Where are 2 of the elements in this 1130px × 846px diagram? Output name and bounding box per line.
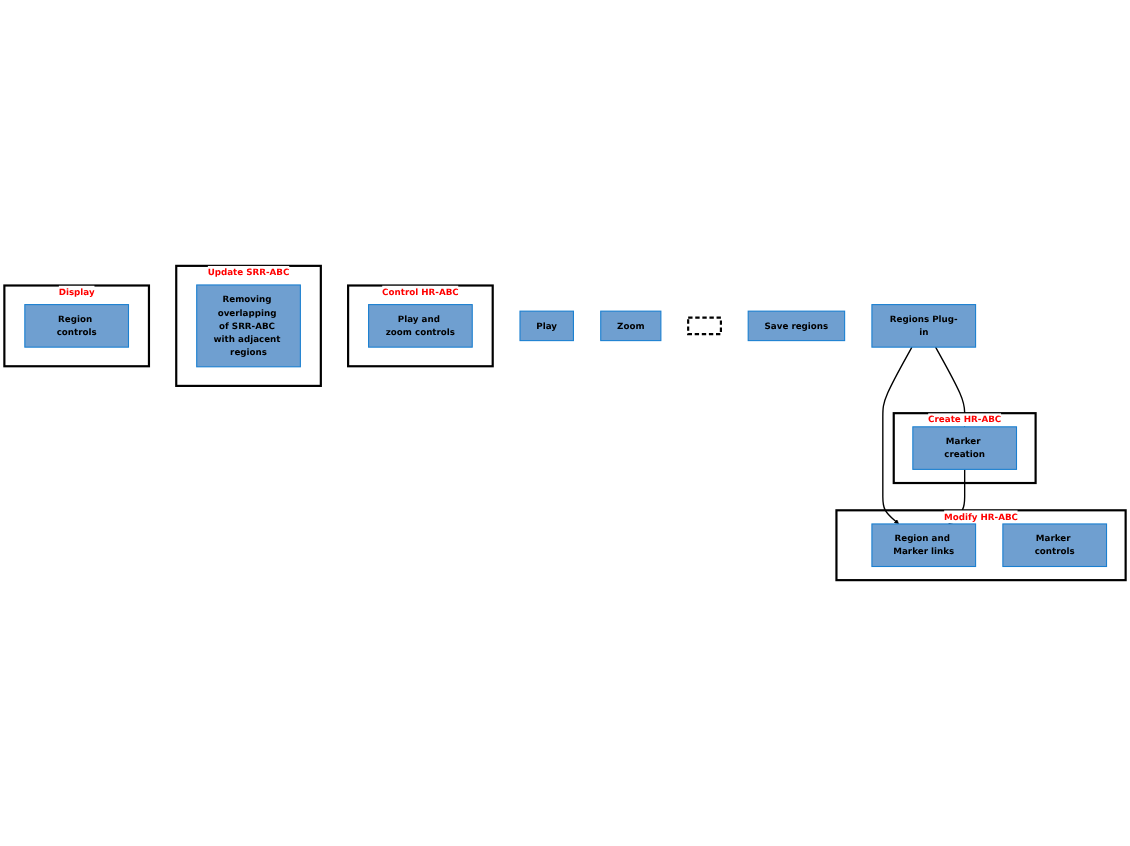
arrow [882, 346, 913, 525]
node-box [687, 316, 722, 336]
